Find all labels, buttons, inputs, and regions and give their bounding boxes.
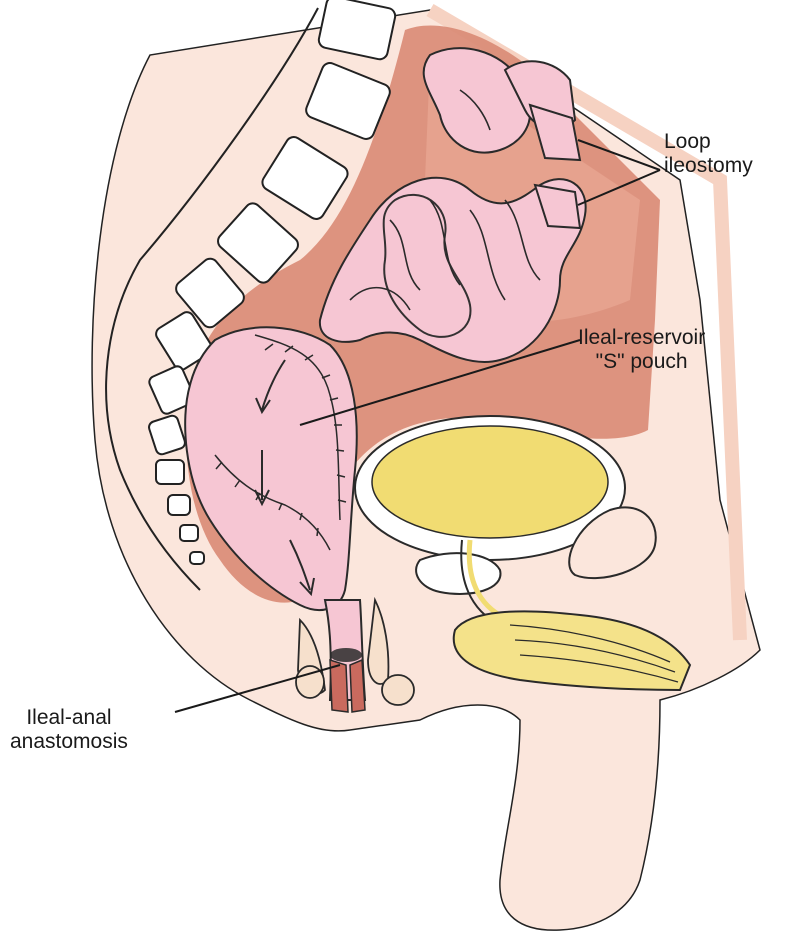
ileostomy-stomas	[528, 103, 582, 230]
vertebra	[148, 414, 186, 456]
label-loop-ileostomy: Loop ileostomy	[664, 130, 753, 178]
spongiosum-lines	[509, 624, 679, 683]
vertebra	[155, 459, 185, 485]
pubic-bone	[568, 506, 657, 580]
label-ileal-anal-line2: anastomosis	[10, 730, 128, 753]
vertebra	[305, 62, 391, 140]
label-ileal-anal-line1: Ileal-anal	[26, 706, 112, 729]
prostate	[415, 552, 502, 595]
bladder-urine	[371, 425, 609, 539]
anal-sphincter	[329, 658, 366, 713]
small-bowel	[318, 47, 587, 363]
leader-loop-ileostomy-2	[577, 169, 661, 206]
vertebra	[148, 365, 196, 415]
label-ileal-anal: Ileal-anal anastomosis	[10, 706, 128, 754]
vertebra	[179, 524, 199, 542]
label-loop-ileostomy-line1: Loop	[664, 130, 711, 153]
leader-ileal-reservoir	[299, 339, 581, 426]
vertebra	[167, 494, 191, 516]
label-loop-ileostomy-line2: ileostomy	[664, 154, 753, 177]
label-ileal-reservoir-line2: "S" pouch	[595, 350, 688, 373]
bowel-folds	[349, 89, 541, 311]
levator-muscles	[295, 596, 415, 706]
anastomosis-ring	[330, 648, 362, 662]
pouch-flow-arrows	[254, 359, 315, 597]
leader-ileal-anal	[174, 664, 341, 713]
vertebra	[261, 136, 349, 220]
vertebra	[189, 551, 205, 565]
vertebra	[217, 202, 299, 284]
sacral-spine	[148, 0, 397, 565]
vertebra	[155, 311, 213, 371]
leader-loop-ileostomy-1	[577, 139, 661, 171]
label-ileal-reservoir-line1: Ileal-reservoir	[578, 326, 706, 349]
label-ileal-reservoir: Ileal-reservoir "S" pouch	[578, 326, 705, 374]
vertebra	[317, 0, 397, 61]
vertebra	[175, 257, 245, 329]
leader-lines	[174, 139, 661, 713]
spine-posterior-line	[105, 7, 319, 591]
